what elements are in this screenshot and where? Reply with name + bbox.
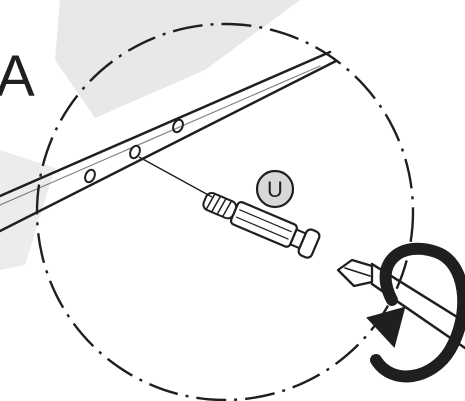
- guide-line: [139, 157, 212, 197]
- part-label: U: [267, 177, 283, 202]
- step-label: A: [0, 44, 35, 109]
- panel-hole: [83, 168, 97, 184]
- part-badge: U: [257, 171, 293, 207]
